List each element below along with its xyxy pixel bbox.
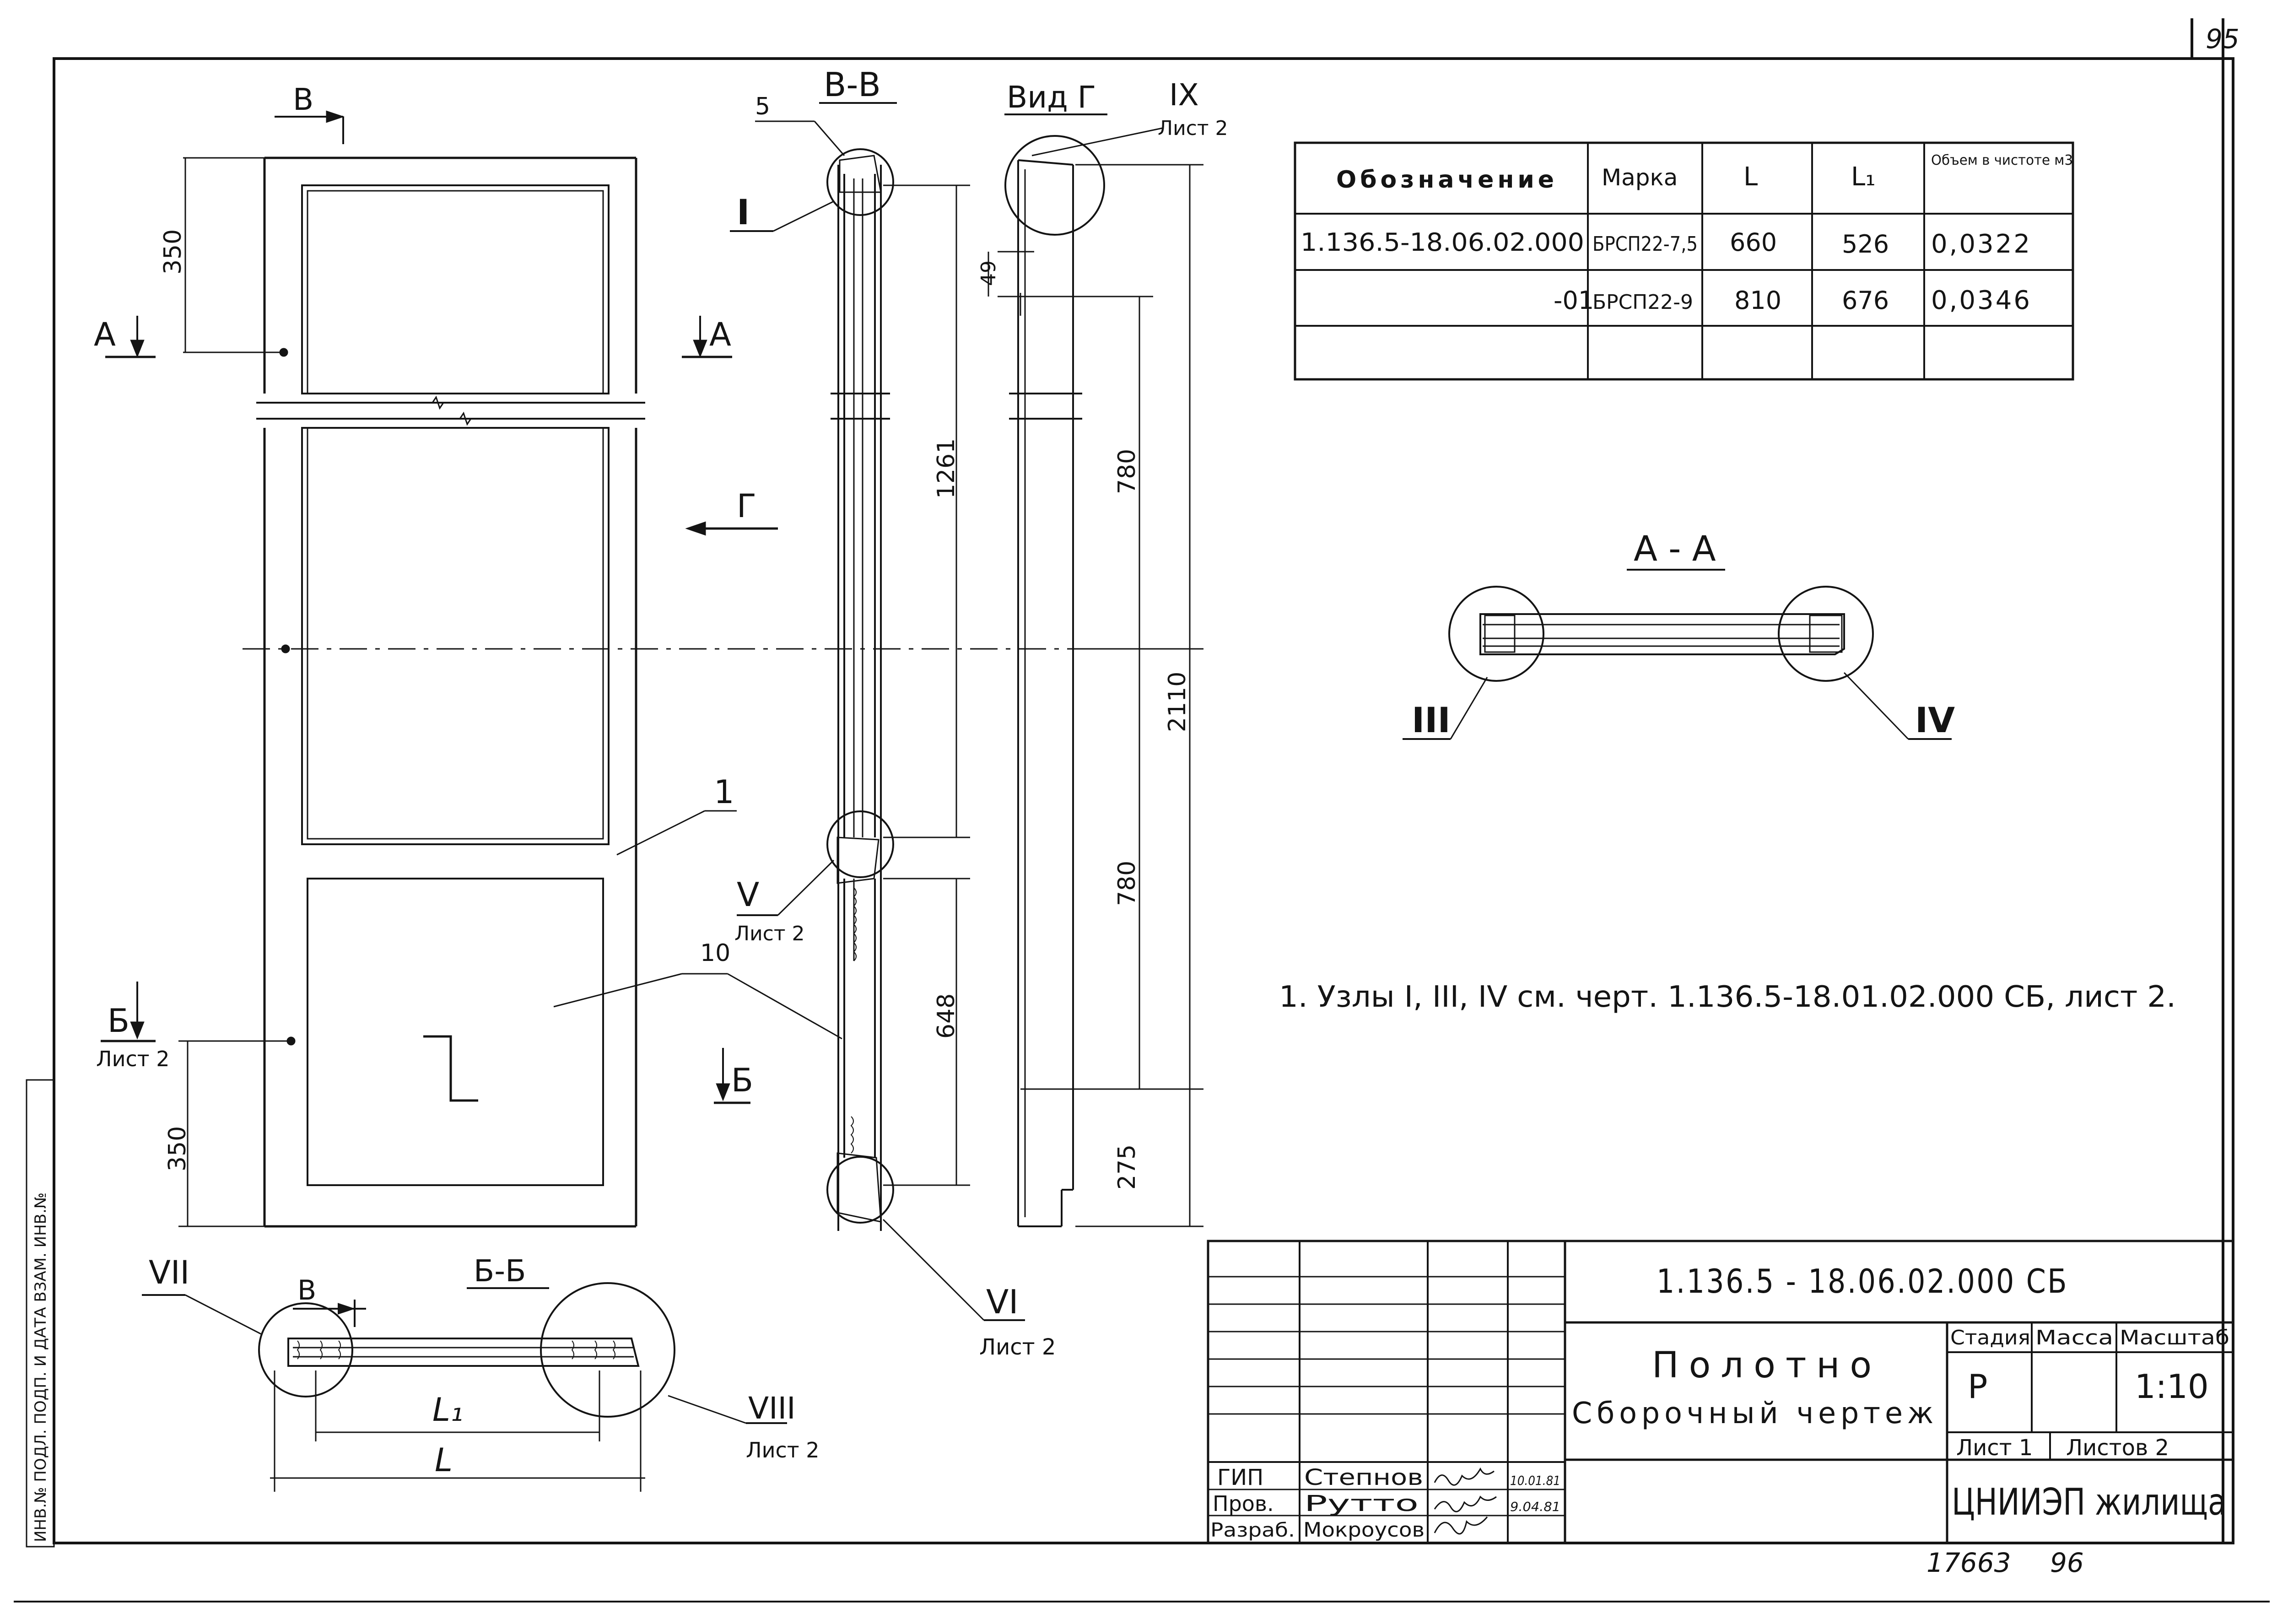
sig-date-1: 10.01.81 [1510,1473,1560,1488]
view-g-arrow-label: Г [737,487,756,525]
spec-row2-L: 810 [1734,286,1781,315]
sig-name-1: Степнов [1304,1465,1423,1490]
spec-row2-designation: -01 [1554,286,1594,315]
title-block: 1.136.5 - 18.06.02.000 СБ Полотно Сбороч… [1207,1240,2234,1544]
node-VIII-label: VIII [748,1391,796,1426]
spec-row1-mark: БРСП22-7,5 [1592,232,1698,256]
title-block-scale-value: 1:10 [2135,1367,2209,1406]
dim-648: 648 [933,993,960,1039]
section-a-left-label: А [94,316,116,353]
dim-2110: 2110 [1164,672,1191,732]
spec-header-designation: Обозначение [1336,166,1558,194]
node-I-label: I [737,192,750,232]
node-VI-label: VI [986,1283,1019,1321]
spec-row2-volume: 0,0346 [1931,286,2032,315]
sig-name-2: Рутто [1304,1491,1419,1516]
page-mark: 96 [2050,1547,2084,1578]
title-block-sheets: Листов 2 [2066,1435,2169,1461]
spec-header-L1: L₁ [1851,162,1876,192]
title-block-stage-header: Стадия [1950,1326,2030,1349]
dim-L: L [435,1441,453,1479]
left-margin-stamp: ИНВ.№ ПОДЛ. ПОДП. И ДАТА ВЗАМ. ИНВ.№ [26,1079,55,1548]
archive-number: 17663 [1926,1547,2011,1578]
left-margin-stamp-text: ИНВ.№ ПОДЛ. ПОДП. И ДАТА ВЗАМ. ИНВ.№ [32,1192,50,1542]
dim-49: 49 [977,260,1000,286]
sig-date-2: 9.04.81 [1510,1499,1560,1514]
view-g: Вид Г IX Лист 2 49 780 [977,77,1228,1227]
dim-1261: 1261 [933,438,960,499]
section-b-sheet: Лист 2 [96,1047,169,1071]
title-block-stage-value: Р [1968,1367,1987,1406]
general-note: 1. Узлы I, III, IV см. черт. 1.136.5-18.… [1279,980,2176,1014]
title-block-name-line1: Полотно [1652,1345,1882,1386]
spec-table: Обозначение Марка L L₁ Объем в чистоте м… [1294,141,2074,381]
spec-row2-mark: БРСП22-9 [1592,291,1693,314]
callout-1: 1 [714,773,734,811]
dim-L1: L₁ [432,1391,463,1429]
section-bb-cut-label: В [297,1274,316,1306]
node-IX-label: IX [1169,77,1199,113]
handwritten-signatures [1434,1467,1497,1535]
section-bb-title: Б-Б [474,1253,526,1289]
section-bb: Б-Б В VII VIII Лист 2 L₁ L [142,1253,819,1492]
title-block-name-line2: Сборочный чертеж [1572,1397,1938,1430]
spec-header-L: L [1743,162,1758,192]
dim-top-350: 350 [159,229,187,275]
spec-row1-volume: 0,0322 [1931,229,2032,259]
sheet-number: 95 [2206,23,2239,54]
node-VIII-sheet: Лист 2 [746,1438,819,1462]
dim-780-top: 780 [1113,449,1141,494]
callout-10: 10 [700,939,730,967]
section-a-right-label: А [709,316,731,353]
spec-header-volume: Объем в чистоте м3 [1931,152,2073,168]
sheet-frame [14,18,2270,1602]
sig-role-3: Разраб. [1210,1519,1295,1541]
node-V-label: V [737,875,759,914]
section-aa: А - А III IV [1403,528,1955,740]
title-block-sheet: Лист 1 [1956,1435,2033,1461]
section-vv: В-В [730,65,1056,1360]
dim-bottom-350: 350 [164,1126,191,1171]
node-IV-label: IV [1915,700,1955,740]
sig-role-2: Пров. [1213,1491,1274,1516]
section-vv-title: В-В [824,65,881,104]
title-block-organization: ЦНИИЭП жилища [1952,1481,2226,1523]
node-V-sheet: Лист 2 [734,922,804,945]
node-VII-label: VII [149,1254,189,1291]
spec-row1-designation: 1.136.5-18.06.02.000 [1300,228,1584,257]
front-view: В 350 350 А А Б Лист 2 Б Г 1 10 [94,82,1171,1228]
view-g-title: Вид Г [1007,80,1096,115]
spec-row2-L1: 676 [1842,286,1889,315]
node-III-label: III [1412,700,1451,740]
title-block-scale-header: Масштаб [2120,1326,2229,1349]
cut-label-v: В [293,82,313,117]
title-block-designation: 1.136.5 - 18.06.02.000 СБ [1657,1262,2068,1300]
spec-row1-L1: 526 [1842,230,1889,259]
sig-role-1: ГИП [1217,1465,1263,1490]
sig-name-3: Мокроусов [1303,1518,1425,1542]
section-b-right-label: Б [731,1062,753,1099]
section-aa-title: А - А [1634,528,1716,569]
dim-275: 275 [1113,1144,1141,1190]
title-block-mass-header: Масса [2035,1326,2113,1349]
node-IX-sheet: Лист 2 [1158,117,1228,140]
dim-780-bottom: 780 [1113,861,1141,906]
callout-5: 5 [755,93,770,120]
spec-row1-L: 660 [1730,228,1777,257]
section-b-left-label: Б [108,1002,130,1040]
spec-header-mark: Марка [1602,164,1678,191]
node-VI-sheet: Лист 2 [979,1334,1056,1360]
